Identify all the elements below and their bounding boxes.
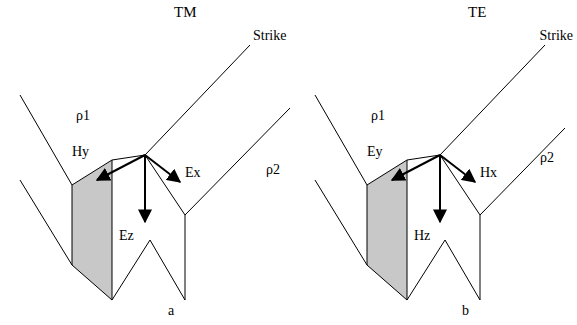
block-edge [315,180,367,265]
field-component: Ey [367,144,383,160]
resistivity-label: ρ2 [540,150,554,166]
block-edge [480,128,565,215]
strike-line [145,45,250,155]
block-edge [480,215,481,300]
field-component: Ex [185,165,201,181]
field-arrow [97,155,145,180]
panel-title: TM [174,4,197,20]
field-component: Hz [414,228,430,244]
block-edge [185,108,290,215]
tm-model [20,45,290,300]
axis-label: Strike [540,28,573,44]
field-arrow [145,155,180,182]
contact-face [72,160,112,300]
field-component: Ez [119,228,134,244]
block-edge [185,215,186,300]
panel-letter: a [168,303,174,319]
field-arrow [144,155,146,222]
resistivity-label: ρ1 [371,108,385,124]
field-component: Hy [72,144,89,160]
field-arrow [440,155,475,182]
field-arrow [439,155,441,222]
field-arrow [392,155,440,180]
contact-face [367,160,407,300]
block-edge [112,240,185,300]
panel-title: TE [468,4,486,20]
field-component: Hx [480,165,497,181]
te-model [315,45,565,300]
block-edge [20,180,72,265]
resistivity-label: ρ2 [266,162,280,178]
strike-line [440,45,545,155]
block-edge [315,95,367,185]
field-arrows [392,155,475,222]
panel-letter: b [462,303,469,319]
block-edge [145,155,185,215]
resistivity-label: ρ1 [76,108,90,124]
block-edge [440,155,480,215]
field-arrows [97,155,180,222]
block-edge [407,240,480,300]
block-edge [20,95,72,185]
axis-label: Strike [253,28,286,44]
